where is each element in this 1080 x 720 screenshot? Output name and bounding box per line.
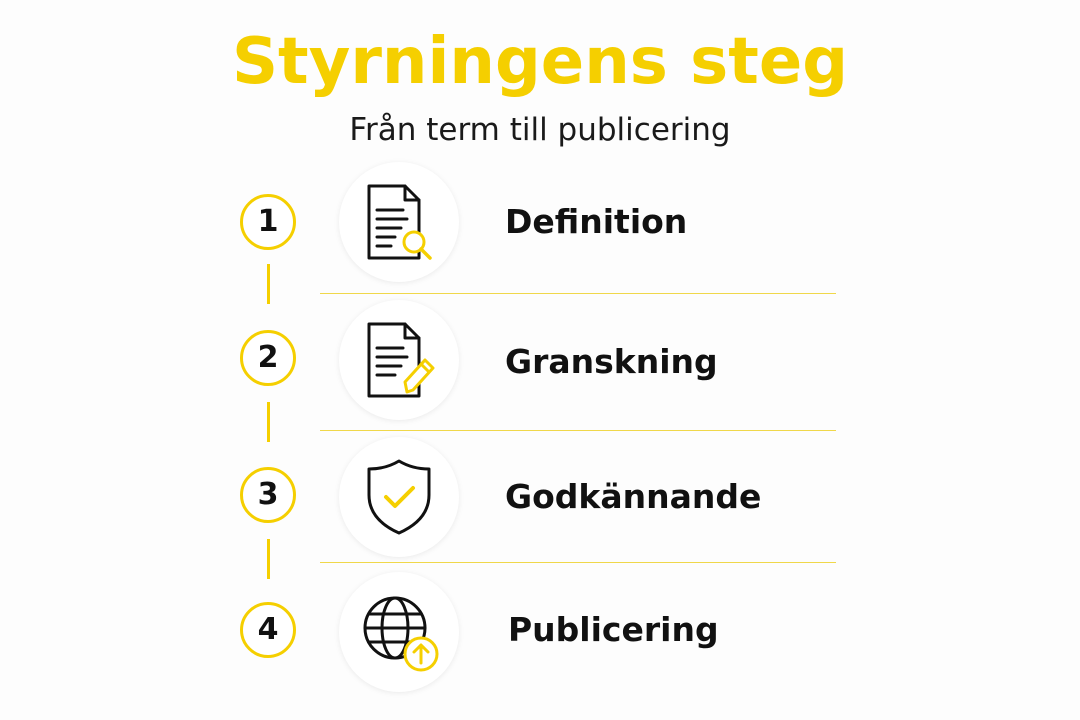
globe-upload-icon (339, 572, 459, 692)
step-divider (320, 562, 836, 563)
shield-check-icon (339, 437, 459, 557)
step-number-badge: 3 (240, 467, 296, 523)
step-3: 3 Godkännande (0, 437, 1080, 557)
page-subtitle: Från term till publicering (349, 112, 731, 148)
document-search-icon (339, 162, 459, 282)
step-number-badge: 1 (240, 194, 296, 250)
step-4: 4 Publicering (0, 572, 1080, 692)
step-label: Godkännande (505, 477, 762, 516)
step-1: 1 Definition (0, 162, 1080, 282)
step-number-badge: 2 (240, 330, 296, 386)
step-label: Granskning (505, 342, 718, 381)
step-connector (267, 539, 270, 579)
step-connector (267, 402, 270, 442)
document-edit-icon (339, 300, 459, 420)
step-connector (267, 264, 270, 304)
step-divider (320, 430, 836, 431)
step-number-badge: 4 (240, 602, 296, 658)
step-2: 2 Granskning (0, 300, 1080, 420)
step-divider (320, 293, 836, 294)
step-label: Publicering (508, 610, 719, 649)
page-title: Styrningens steg (231, 25, 849, 99)
step-label: Definition (505, 202, 688, 241)
